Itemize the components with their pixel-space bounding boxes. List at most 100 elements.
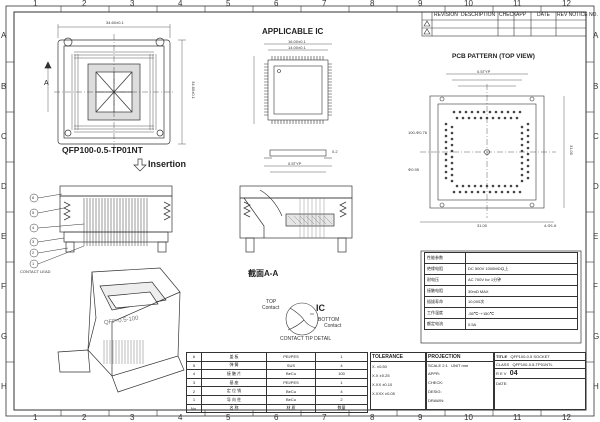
projection-block: PROJECTION SCALE 2:1 UNIT mm APPR: CHECK…	[426, 352, 494, 410]
dim-pcb-pitch: 0.5TYP	[477, 69, 491, 74]
rev-notice: REV NOTICE NO.	[557, 12, 598, 18]
section-hatching	[287, 198, 333, 238]
row-label: A	[1, 31, 7, 40]
col-label: 11	[513, 0, 522, 8]
dim-overall-height: 34.60±0.1	[190, 81, 196, 99]
col-label: 10	[464, 413, 473, 422]
pcb-pattern	[420, 73, 565, 223]
contact-tip-detail	[285, 302, 319, 336]
section-view	[239, 185, 353, 253]
top-view-pins	[71, 51, 157, 133]
section-marker: A	[44, 80, 49, 87]
col-label: 8	[370, 0, 375, 8]
bom-header: No.名 称材 质数量	[186, 403, 368, 414]
callout-number: 1	[32, 261, 35, 266]
row-label: D	[1, 182, 7, 191]
row-label: B	[1, 82, 7, 91]
title-block: TITLE QFP100-0.5 SOCKET CLASS QFP100-0.5…	[494, 352, 586, 410]
front-view	[59, 185, 173, 253]
dim-pcb-hole: Φ0.95	[408, 167, 419, 172]
col-label: 6	[274, 413, 279, 422]
row-label: B	[593, 82, 599, 91]
row-label: G	[1, 332, 8, 341]
row-label: H	[593, 382, 599, 391]
applicable-ic-title: APPLICABLE IC	[262, 27, 324, 36]
col-label: 1	[33, 0, 38, 8]
pcb-pads	[444, 110, 530, 194]
dim-ic-b: 14.00±0.1	[288, 45, 306, 50]
rev-app: APP	[516, 12, 527, 18]
callout-number: 4	[32, 225, 35, 230]
col-label: 4	[178, 413, 183, 422]
col-label: 10	[464, 0, 473, 8]
row-label: H	[1, 382, 7, 391]
row-label: E	[1, 232, 7, 241]
row-label: F	[593, 282, 598, 291]
iso-view	[57, 267, 185, 393]
top-view-label: QFP100-0.5-TP01NT	[62, 145, 143, 155]
callout-number: 6	[32, 195, 35, 200]
row-label: D	[593, 182, 599, 191]
dim-pcb-pin: 4-Φ1.6	[544, 223, 557, 228]
row-label: C	[1, 132, 7, 141]
iso-contacts	[103, 340, 144, 364]
rev-description: DESCRIPTION	[461, 12, 496, 18]
top-contact-sub: Contact	[262, 305, 280, 311]
col-label: 6	[274, 0, 279, 8]
bottom-contact-label: BOTTOM	[318, 317, 340, 323]
contact-tip-label: CONTACT TIP DETAIL	[280, 336, 332, 342]
col-label: 9	[418, 413, 423, 422]
revision-number: 04	[509, 370, 518, 377]
col-label: 1	[33, 413, 38, 422]
col-label: 8	[370, 413, 375, 422]
row-label: F	[1, 282, 6, 291]
col-label: 5	[226, 413, 231, 422]
col-label: 12	[562, 0, 571, 8]
dim-ic-a: 16.00±0.1	[288, 39, 306, 44]
front-view-contacts	[83, 198, 148, 246]
rev-date: DATE	[537, 12, 550, 18]
top-view	[44, 24, 186, 150]
insertion-label: Insertion	[148, 159, 187, 169]
callout-number: 5	[32, 210, 35, 215]
col-label: 7	[322, 413, 327, 422]
row-label: C	[593, 132, 599, 141]
tolerance-block: TOLERANCE X. ±0.50 X.X ±0.25 X.XX ±0.10 …	[370, 352, 426, 410]
applicable-ic	[253, 43, 332, 173]
col-label: 12	[562, 413, 571, 422]
row-label: A	[593, 31, 599, 40]
top-contact-label: TOP	[266, 299, 277, 305]
callout-number: 2	[32, 250, 35, 255]
drawing-title: QFP100-0.5 SOCKET	[510, 354, 550, 359]
section-view-label: 截面A-A	[248, 269, 279, 278]
dim-pcb-side: 100-Φ0.76	[408, 130, 427, 135]
rev-check: CHECK	[499, 12, 517, 18]
col-label: 5	[226, 0, 231, 8]
col-label: 2	[82, 0, 87, 8]
spec-row: 工作温度-55℃~+150℃	[424, 307, 578, 319]
dim-ic-d: 0.2	[332, 149, 338, 154]
dim-overall-width: 34.60±0.1	[106, 20, 124, 25]
spec-row: 性能参数	[424, 252, 578, 264]
col-label: 4	[178, 0, 183, 8]
callout-number: 3	[32, 239, 35, 244]
ic-label: IC	[316, 303, 325, 313]
contact-lead-label: CONTACT LEAD	[20, 269, 51, 274]
col-label: 3	[130, 413, 135, 422]
part-number: QFP100-0.5-TP01NTL	[512, 362, 553, 367]
col-label: 9	[418, 0, 423, 8]
